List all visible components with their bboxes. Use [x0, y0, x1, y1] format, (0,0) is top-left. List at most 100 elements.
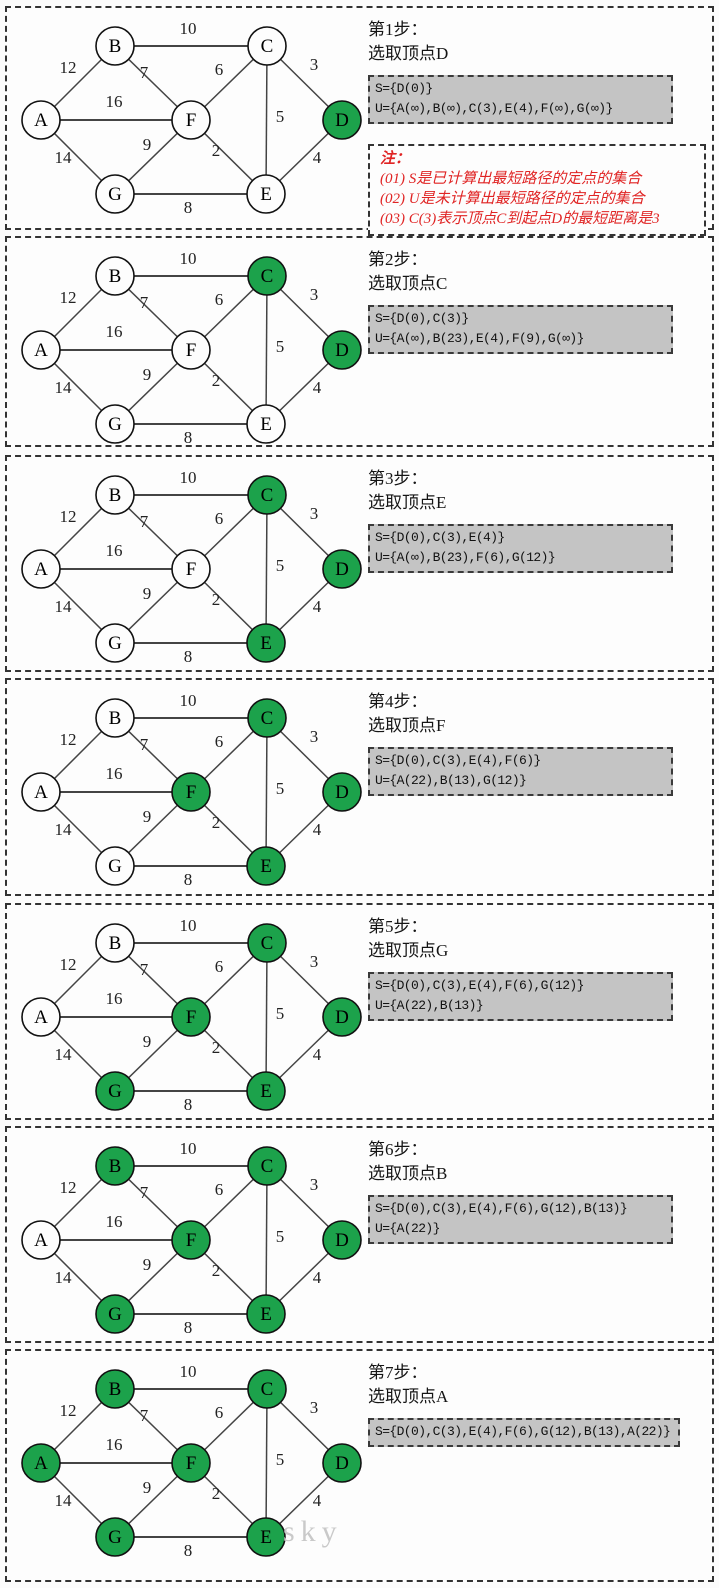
graph-node-E	[246, 174, 286, 214]
edge-weight-C-E: 5	[276, 779, 285, 798]
graph-node-F	[171, 772, 211, 812]
edge-weight-G-E: 8	[184, 870, 193, 889]
u-set-line: U={A(∞),B(∞),C(3),E(4),F(∞),G(∞)}	[375, 101, 613, 116]
s-set-line: S={D(0)}	[375, 81, 433, 96]
step-action-label: 选取顶点B	[368, 1164, 448, 1183]
node-label-E: E	[260, 184, 272, 205]
node-label-G: G	[108, 184, 122, 205]
watermark: sky	[283, 1515, 343, 1548]
node-label-A: A	[34, 110, 48, 131]
edge-weight-C-D: 3	[310, 1398, 319, 1417]
edge-weight-C-F: 6	[215, 60, 224, 79]
edge-weight-G-E: 8	[184, 198, 193, 217]
edge-weight-D-E: 4	[313, 1268, 322, 1287]
graph-node-E	[246, 1517, 286, 1557]
graph-node-G	[95, 623, 135, 663]
step-title: 第3步：	[368, 469, 428, 488]
graph-node-F	[171, 100, 211, 140]
edge-C-E	[265, 275, 268, 425]
edge-weight-C-F: 6	[215, 957, 224, 976]
edge-weight-C-E: 5	[276, 1004, 285, 1023]
edge-weight-C-E: 5	[276, 337, 285, 356]
edge-weight-G-E: 8	[184, 647, 193, 666]
node-label-G: G	[108, 414, 122, 435]
node-label-A: A	[34, 340, 48, 361]
s-set-line: S={D(0),C(3),E(4),F(6)}	[375, 753, 541, 768]
step-title: 第2步：	[368, 250, 428, 269]
edge-weight-A-F: 16	[106, 1435, 123, 1454]
edge-weight-A-F: 16	[106, 322, 123, 341]
edge-weight-A-B: 12	[60, 58, 77, 77]
node-label-D: D	[335, 782, 349, 803]
node-label-B: B	[109, 1156, 122, 1177]
node-label-F: F	[186, 1230, 197, 1251]
edge-weight-C-F: 6	[215, 1180, 224, 1199]
node-label-E: E	[260, 633, 272, 654]
edge-weight-A-G: 14	[55, 1045, 73, 1064]
graph-node-F	[171, 330, 211, 370]
node-label-B: B	[109, 708, 122, 729]
node-label-G: G	[108, 1081, 122, 1102]
edge-weight-F-G: 9	[143, 584, 152, 603]
edge-weight-A-G: 14	[55, 597, 73, 616]
step-action-label: 选取顶点A	[368, 1387, 449, 1406]
set-box: S={D(0),C(3),E(4),F(6),G(12),B(13),A(22)…	[368, 1418, 681, 1447]
edge-weight-F-G: 9	[143, 1478, 152, 1497]
edge-weight-B-C: 10	[180, 468, 197, 487]
edge-C-E	[265, 1165, 268, 1315]
node-label-B: B	[109, 485, 122, 506]
edge-weight-B-F: 7	[140, 63, 149, 82]
graph-node-E	[246, 1071, 286, 1111]
edge-weight-B-F: 7	[140, 1406, 149, 1425]
step-info: 第2步： 选取顶点C S={D(0),C(3)} U={A(∞),B(23),E…	[368, 248, 708, 354]
edge-weight-A-F: 16	[106, 541, 123, 560]
step-info: 第4步： 选取顶点F S={D(0),C(3),E(4),F(6)} U={A(…	[368, 690, 708, 796]
node-label-F: F	[186, 782, 197, 803]
graph-node-G	[95, 404, 135, 444]
graph-node-C	[247, 475, 287, 515]
step-title: 第6步：	[368, 1140, 428, 1159]
edge-weight-F-G: 9	[143, 807, 152, 826]
edge-weight-F-G: 9	[143, 135, 152, 154]
node-label-D: D	[335, 1230, 349, 1251]
graph-node-A	[21, 772, 61, 812]
node-label-D: D	[335, 110, 349, 131]
node-label-G: G	[108, 856, 122, 877]
edge-weight-G-E: 8	[184, 1541, 193, 1560]
node-label-F: F	[186, 340, 197, 361]
node-label-F: F	[186, 1453, 197, 1474]
step-info: 第6步： 选取顶点B S={D(0),C(3),E(4),F(6),G(12),…	[368, 1138, 708, 1244]
step-action-label: 选取顶点G	[368, 941, 449, 960]
graph-node-C	[247, 26, 287, 66]
note-line: (03) C(3)表示顶点C到起点D的最短距离是3	[380, 211, 660, 227]
edge-weight-A-F: 16	[106, 764, 123, 783]
graph-node-D	[322, 997, 362, 1037]
set-box: S={D(0),C(3),E(4)} U={A(∞),B(23),F(6),G(…	[368, 524, 673, 573]
edge-weight-A-G: 14	[55, 378, 73, 397]
graph-node-D	[322, 330, 362, 370]
graph-node-G	[95, 1294, 135, 1334]
edge-weight-G-E: 8	[184, 1318, 193, 1337]
edge-weight-F-E: 2	[212, 141, 221, 160]
u-set-line: U={A(∞),B(23),F(6),G(12)}	[375, 550, 556, 565]
edge-C-E	[265, 1388, 268, 1538]
edge-weight-C-F: 6	[215, 509, 224, 528]
edge-weight-A-F: 16	[106, 989, 123, 1008]
edge-weight-B-F: 7	[140, 735, 149, 754]
node-label-D: D	[335, 1453, 349, 1474]
edge-weight-F-E: 2	[212, 1038, 221, 1057]
graph-node-F	[171, 1220, 211, 1260]
node-label-C: C	[261, 36, 274, 57]
edge-weight-C-D: 3	[310, 55, 319, 74]
graph-node-B	[95, 475, 135, 515]
graph-node-A	[21, 100, 61, 140]
node-label-E: E	[260, 1304, 272, 1325]
node-label-C: C	[261, 1156, 274, 1177]
graph-node-B	[95, 26, 135, 66]
